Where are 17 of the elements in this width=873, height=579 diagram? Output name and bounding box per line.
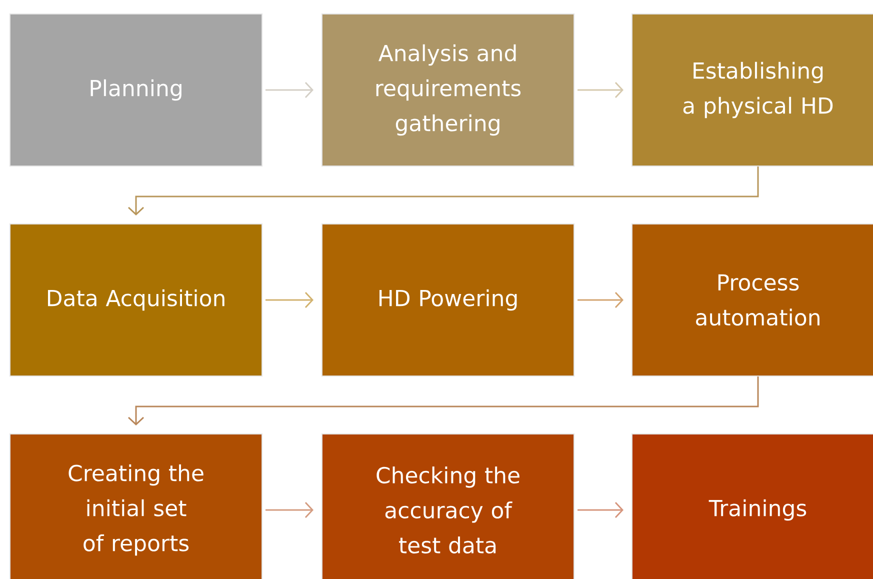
process-box: Planning [10, 14, 262, 166]
process-box: Checking the accuracy of test data [322, 434, 574, 579]
arrow [266, 502, 314, 518]
arrow [266, 82, 314, 98]
process-box: Data Acquisition [10, 224, 262, 376]
process-box: Creating the initial set of reports [10, 434, 262, 579]
arrow [266, 292, 314, 308]
arrow [578, 502, 624, 518]
process-box: Analysis and requirements gathering [322, 14, 574, 166]
arrow [128, 376, 759, 426]
process-box: Process automation [632, 224, 873, 376]
arrow [578, 292, 624, 308]
process-box: Trainings [632, 434, 873, 579]
arrow [128, 166, 759, 216]
arrow [578, 82, 624, 98]
process-box: HD Powering [322, 224, 574, 376]
process-box: Establishing a physical HD [632, 14, 873, 166]
